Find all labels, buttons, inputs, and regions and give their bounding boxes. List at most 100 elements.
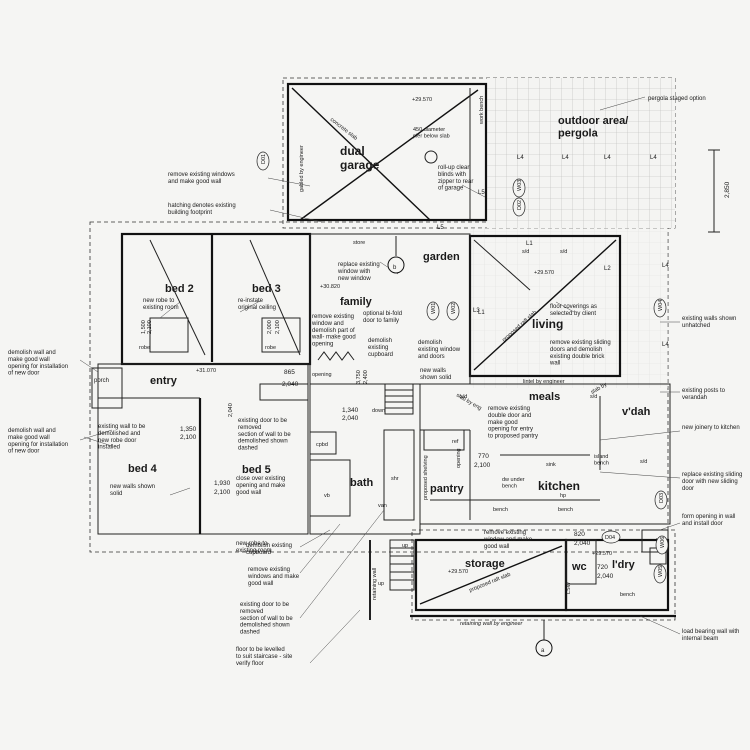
note-lintel: lintel by engineer xyxy=(523,379,565,385)
dimension-2040d: 2,040 xyxy=(597,573,614,580)
label-sliding-door-5: s/d xyxy=(640,459,647,465)
leader-lines xyxy=(79,96,681,664)
section-marker-b-circle xyxy=(387,256,405,274)
dimension-865: 865 xyxy=(284,369,295,376)
room-label-pantry: pantry xyxy=(430,483,465,495)
note-proposed-shelving: proposed shelving xyxy=(423,455,429,500)
dimension-2040e: 2,040 xyxy=(228,403,234,417)
room-label-sink: sink xyxy=(546,462,556,468)
dimension-2850-line xyxy=(708,149,720,233)
dimension-2100d: 2,100 xyxy=(474,462,491,469)
grid-L4-e: L4 xyxy=(662,263,669,269)
dimension-720: 720 xyxy=(597,564,608,571)
note-retaining-wall: retaining wall xyxy=(372,568,378,600)
section-marker-a: a xyxy=(541,648,545,654)
label-sliding-door-3: s/d xyxy=(460,394,467,400)
dimension-2040c: 2,040 xyxy=(574,540,591,547)
label-opening-family: opening xyxy=(312,372,332,378)
label-sliding-door-4: s/d xyxy=(590,394,597,400)
dimension-2100c: 2,100 xyxy=(214,489,231,496)
room-label-wc: wc xyxy=(571,561,587,573)
room-label-living: living xyxy=(532,317,563,331)
level-laundry: +29.570 xyxy=(592,551,612,557)
tag-W05: W05 xyxy=(658,566,664,577)
dimension-2850: 2,850 xyxy=(724,181,731,198)
note-retaining-wall-engineer: retaining wall by engineer xyxy=(460,621,524,627)
room-label-kitchen: kitchen xyxy=(538,479,580,493)
room-label-entry: entry xyxy=(150,375,178,387)
label-sliding-door-1: s/d xyxy=(522,249,529,255)
room-label-robe-bed2: robe xyxy=(139,345,150,351)
grid-L5-b: L5 xyxy=(437,225,444,231)
level-entry: +31.070 xyxy=(196,368,216,374)
room-label-bed-2: bed 2 xyxy=(165,283,194,295)
dimension-2400: 2,400 xyxy=(363,370,369,384)
grid-L4-d: L4 xyxy=(650,155,657,161)
room-label-vanity-basin: vb xyxy=(324,493,330,499)
tag-D02: D02 xyxy=(517,200,523,210)
room-label-verandah: v'dah xyxy=(622,406,651,418)
note-work-bench: work bench xyxy=(479,96,485,125)
room-label-meals: meals xyxy=(529,391,560,403)
window-tags xyxy=(256,151,669,584)
room-label-outdoor: outdoor area/pergola xyxy=(558,115,628,140)
room-label-fridge: ref xyxy=(452,439,459,445)
living-hatch xyxy=(470,228,668,388)
tag-W02: W02 xyxy=(451,303,457,314)
label-opening-pantry: opening xyxy=(456,448,462,468)
grid-L4-a: L4 xyxy=(517,155,524,161)
dimension-1500: 1,500 xyxy=(141,320,147,334)
dimension-2000: 2,000 xyxy=(267,320,273,334)
room-label-bed-3: bed 3 xyxy=(252,283,281,295)
bifold-door xyxy=(317,351,355,361)
dimension-2040a: 2,040 xyxy=(282,381,299,388)
room-label-van: van xyxy=(378,503,387,509)
level-living: +29.570 xyxy=(534,270,554,276)
label-stairs-down: down xyxy=(372,408,385,414)
dimension-2040b: 2,040 xyxy=(342,415,359,422)
room-label-hotplate: hp xyxy=(560,493,566,499)
room-label-cupboard: cpbd xyxy=(316,442,328,448)
dimension-2100e: 2,100 xyxy=(180,434,197,441)
note-gable-engineer: gabled by engineer xyxy=(299,145,305,192)
room-label-family: family xyxy=(340,296,373,308)
label-stairs-up-2: up xyxy=(378,581,384,587)
tag-D03: D03 xyxy=(659,493,665,503)
room-label-storage: storage xyxy=(465,558,505,570)
tag-D04: D04 xyxy=(605,535,615,541)
grid-L5-a: L5 xyxy=(478,190,485,196)
tag-W03: W03 xyxy=(517,180,523,191)
tag-W06: W06 xyxy=(660,537,666,548)
level-garage: +29.570 xyxy=(412,97,432,103)
room-label-store: store xyxy=(353,240,365,246)
room-label-porch: porch xyxy=(94,378,109,384)
